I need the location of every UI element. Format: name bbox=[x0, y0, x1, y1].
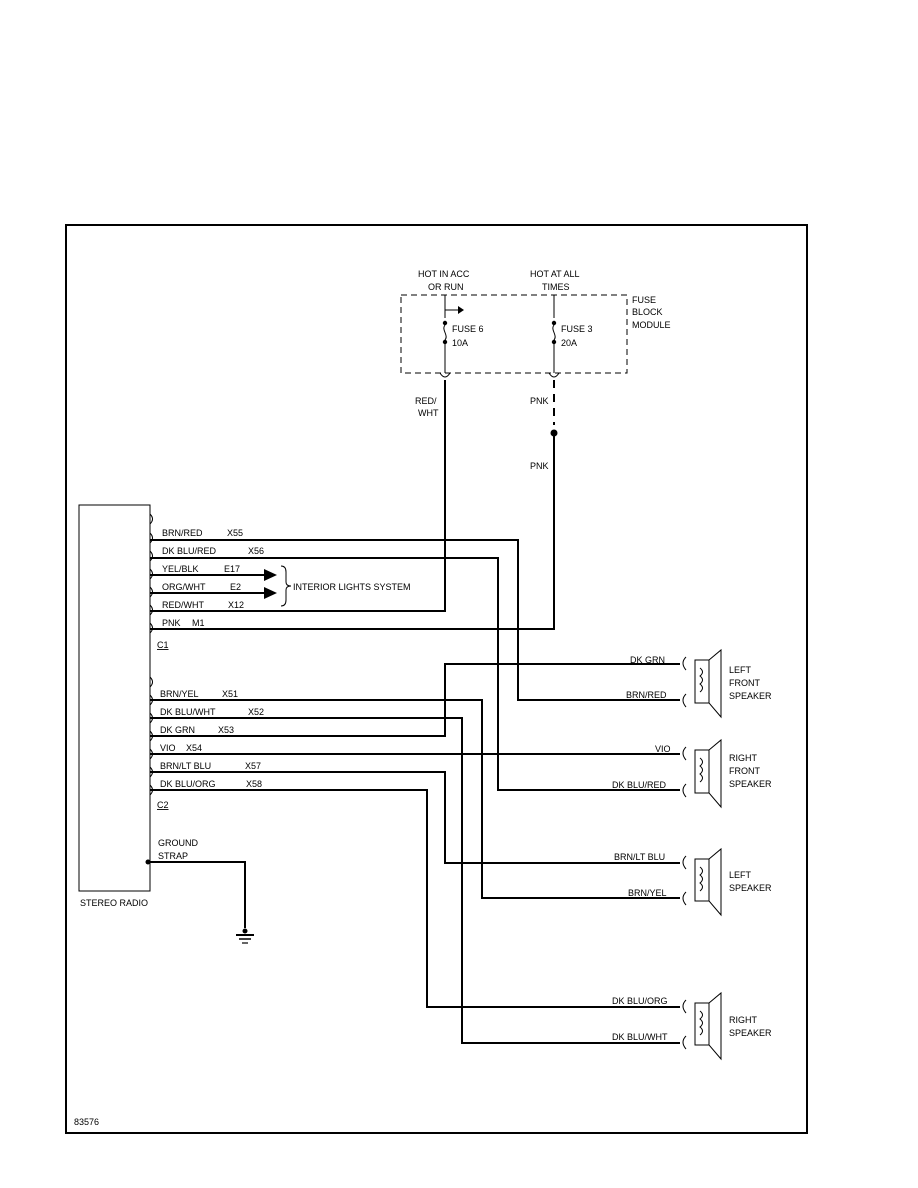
c1-connector-label: C1 bbox=[157, 640, 169, 650]
left-speaker-bottom-wire: BRN/YEL bbox=[628, 888, 667, 898]
left-front-speaker-symbol bbox=[682, 648, 722, 719]
right-speaker-top-wire: DK BLU/ORG bbox=[612, 996, 668, 1006]
wire-red-wht-label-1: RED/ bbox=[415, 396, 437, 406]
arrow-e17 bbox=[264, 569, 277, 581]
left-front-label-2: FRONT bbox=[729, 678, 760, 688]
fuse-block-label-line1: FUSE bbox=[632, 295, 656, 305]
wire-dk-blu-wht-x52 bbox=[150, 717, 680, 1044]
fuse-block-module-outline bbox=[400, 294, 628, 374]
c2-pin-5-color: BRN/LT BLU bbox=[160, 761, 211, 771]
left-front-bottom-wire: BRN/RED bbox=[626, 690, 667, 700]
c1-pin-3-color: YEL/BLK bbox=[162, 564, 199, 574]
batt-label-line1: HOT AT ALL bbox=[530, 269, 580, 279]
acc-label-line2: OR RUN bbox=[428, 282, 464, 292]
stereo-radio-label: STEREO RADIO bbox=[80, 898, 148, 908]
batt-label-line2: TIMES bbox=[542, 282, 570, 292]
c2-pin-6-color: DK BLU/ORG bbox=[160, 779, 216, 789]
c1-pin-3-circuit: E17 bbox=[224, 564, 240, 574]
wire-brn-lt-blu-x57 bbox=[150, 771, 680, 864]
right-front-top-wire: VIO bbox=[655, 744, 671, 754]
right-front-bottom-wire: DK BLU/RED bbox=[612, 780, 667, 790]
c1-pin-5-color: RED/WHT bbox=[162, 600, 204, 610]
c1-pin-1-circuit: X55 bbox=[227, 528, 243, 538]
wire-brn-red-x55 bbox=[150, 539, 680, 701]
ground-icon bbox=[236, 928, 254, 944]
right-speaker-bottom-wire: DK BLU/WHT bbox=[612, 1032, 668, 1042]
right-front-label-2: FRONT bbox=[729, 766, 760, 776]
fuse-block-label-line2: BLOCK bbox=[632, 307, 663, 317]
wire-dk-grn-x53 bbox=[150, 663, 680, 737]
c1-pin-2-color: DK BLU/RED bbox=[162, 546, 217, 556]
wire-pnk-m1 bbox=[150, 433, 555, 630]
c2-pin-3-color: DK GRN bbox=[160, 725, 195, 735]
c2-pin-1-color: BRN/YEL bbox=[160, 689, 199, 699]
right-front-label-3: SPEAKER bbox=[729, 779, 772, 789]
c1-pin-4-circuit: E2 bbox=[230, 582, 241, 592]
left-front-label-3: SPEAKER bbox=[729, 691, 772, 701]
c1-pin-5-circuit: X12 bbox=[228, 600, 244, 610]
wire-dk-blu-red-x56 bbox=[150, 557, 680, 791]
ground-strap-label-1: GROUND bbox=[158, 838, 198, 848]
wire-red-wht-label-2: WHT bbox=[418, 408, 439, 418]
c1-pin-1-color: BRN/RED bbox=[162, 528, 203, 538]
c1-pin-2-circuit: X56 bbox=[248, 546, 264, 556]
left-front-label-1: LEFT bbox=[729, 665, 752, 675]
c1-pin-6-color: PNK bbox=[162, 618, 181, 628]
c2-pin-3-circuit: X53 bbox=[218, 725, 234, 735]
right-speaker-label-1: RIGHT bbox=[729, 1015, 758, 1025]
interior-lights-brace bbox=[280, 565, 292, 607]
fuse-3-symbol bbox=[548, 295, 560, 378]
c1-pin-4-color: ORG/WHT bbox=[162, 582, 206, 592]
wire-pnk-label-lower: PNK bbox=[530, 461, 549, 471]
wire-ground-strap bbox=[148, 861, 246, 928]
c2-connector-label: C2 bbox=[157, 800, 169, 810]
c2-pin-4-color: VIO bbox=[160, 743, 176, 753]
wire-red-wht-x12 bbox=[150, 380, 446, 612]
stereo-radio-box bbox=[78, 504, 151, 892]
c2-pin-1-circuit: X51 bbox=[222, 689, 238, 699]
c2-pin-2-color: DK BLU/WHT bbox=[160, 707, 216, 717]
fuse-6-rating: 10A bbox=[452, 338, 468, 348]
left-speaker-symbol bbox=[682, 847, 722, 917]
c2-pin-5-circuit: X57 bbox=[245, 761, 261, 771]
fuse-3-rating: 20A bbox=[561, 338, 577, 348]
diagram-frame bbox=[65, 224, 808, 1134]
c1-pin-6-circuit: M1 bbox=[192, 618, 205, 628]
interior-lights-label: INTERIOR LIGHTS SYSTEM bbox=[293, 582, 411, 592]
wire-brn-yel-x51 bbox=[150, 699, 680, 899]
left-speaker-top-wire: BRN/LT BLU bbox=[614, 852, 665, 862]
right-speaker-label-2: SPEAKER bbox=[729, 1028, 772, 1038]
c2-pin-2-circuit: X52 bbox=[248, 707, 264, 717]
wire-dk-blu-org-x58 bbox=[150, 789, 680, 1008]
diagram-id: 83576 bbox=[74, 1117, 99, 1127]
acc-label-line1: HOT IN ACC bbox=[418, 269, 470, 279]
c2-pin-6-circuit: X58 bbox=[246, 779, 262, 789]
fuse-6-name: FUSE 6 bbox=[452, 324, 484, 334]
fuse-3-name: FUSE 3 bbox=[561, 324, 593, 334]
c2-pin-4-circuit: X54 bbox=[186, 743, 202, 753]
ground-strap-label-2: STRAP bbox=[158, 851, 188, 861]
fuse-6-symbol bbox=[439, 295, 464, 378]
left-speaker-label-2: SPEAKER bbox=[729, 883, 772, 893]
right-front-speaker-symbol bbox=[682, 738, 722, 809]
right-front-label-1: RIGHT bbox=[729, 753, 758, 763]
right-speaker-symbol bbox=[682, 991, 722, 1061]
arrow-e2 bbox=[264, 587, 277, 599]
wire-pnk-label-upper: PNK bbox=[530, 396, 549, 406]
fuse-block-label-line3: MODULE bbox=[632, 320, 671, 330]
left-front-top-wire: DK GRN bbox=[630, 655, 665, 665]
left-speaker-label-1: LEFT bbox=[729, 870, 752, 880]
